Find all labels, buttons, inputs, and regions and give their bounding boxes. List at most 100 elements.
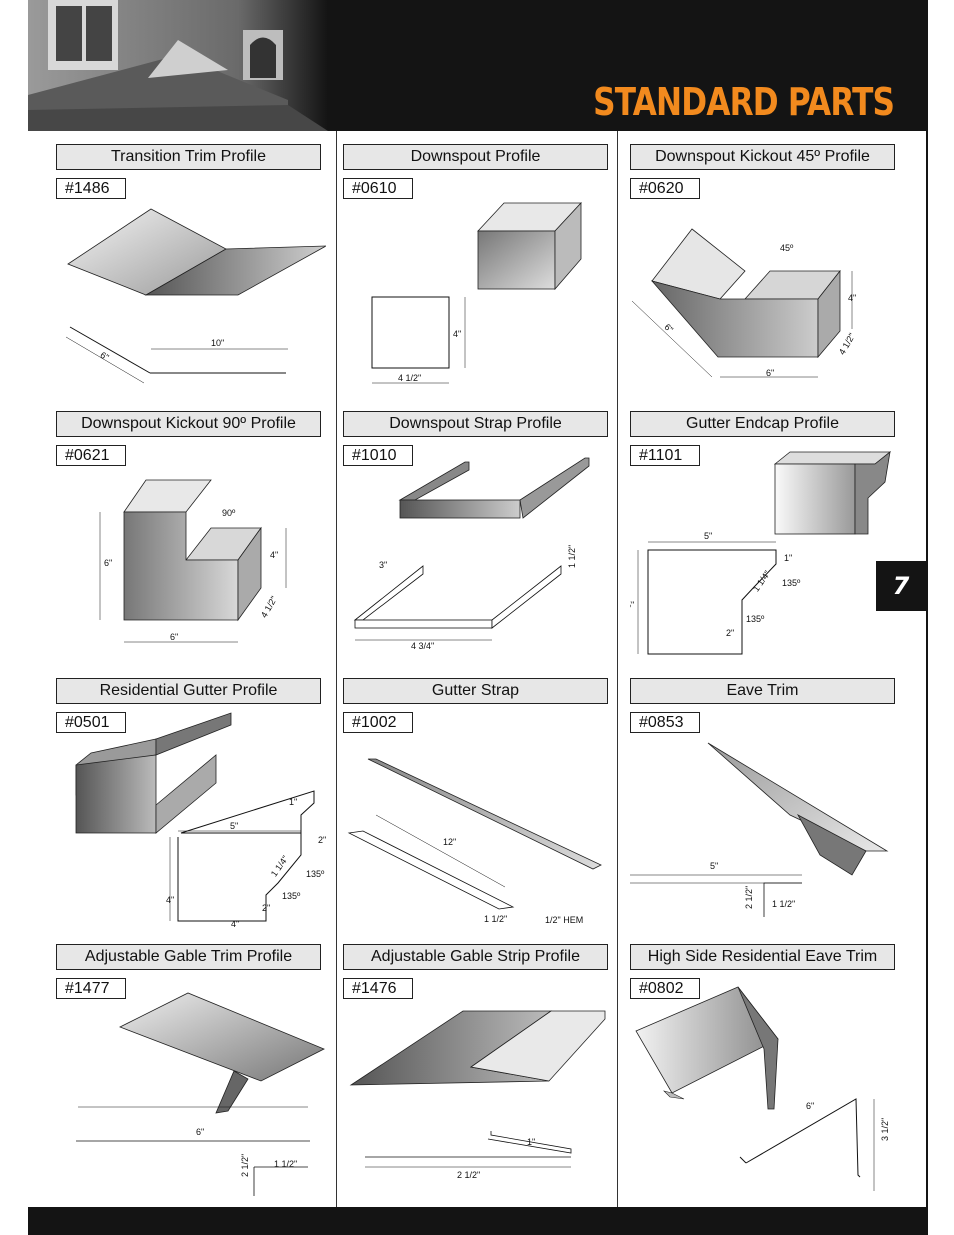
dim-label: 4 1/2" (837, 331, 857, 356)
part-title: Transition Trim Profile (56, 144, 321, 170)
high-side-eave-drawing: 6" 3 1/2" (635, 986, 890, 1191)
part-card: Adjustable Gable Trim Profile #1477 6" 2… (56, 931, 326, 1196)
part-number: #0501 (56, 712, 126, 733)
dim-label: 12" (443, 837, 456, 847)
dim-label: 1 1/4" (751, 569, 773, 594)
part-number: #0620 (630, 178, 700, 199)
part-title: Residential Gutter Profile (56, 678, 321, 704)
part-title: Adjustable Gable Trim Profile (56, 944, 321, 970)
dim-label: 4" (231, 919, 239, 929)
part-card: Gutter Strap #1002 12" 1 1/2" 1/2" HEM (343, 665, 613, 930)
part-card: High Side Residential Eave Trim #0802 6"… (630, 931, 900, 1196)
part-card: Downspout Profile #0610 4" 4 1/2" (343, 131, 613, 396)
dim-label: 135º (306, 869, 325, 879)
dim-label: 5" (630, 600, 634, 610)
dim-label: 3" (379, 560, 387, 570)
dim-label: 5" (230, 821, 238, 831)
chapter-tab: 7 (876, 561, 926, 611)
dim-label: 1/2" HEM (545, 915, 583, 925)
dim-label: 45º (780, 243, 794, 253)
column-divider (617, 131, 618, 1207)
part-title: Downspout Strap Profile (343, 411, 608, 437)
dim-label: 6" (170, 632, 178, 642)
dim-label: 6" (766, 368, 774, 378)
part-number: #1486 (56, 178, 126, 199)
dim-label: 1 1/4" (269, 854, 291, 879)
part-title: High Side Residential Eave Trim (630, 944, 895, 970)
dim-label: 1 1/2" (567, 545, 577, 568)
dim-label: 6" (196, 1127, 204, 1137)
dim-label: 6" (99, 350, 111, 363)
kickout-90-drawing: 90º 6" 4" 4 1/2" 6" (99, 479, 287, 643)
dim-label: 90º (222, 508, 236, 518)
part-number: #1476 (343, 978, 413, 999)
residential-gutter-drawing: 1" 5" 2" 1 1/4" 135º 4" 2" 135º 4" (75, 712, 326, 929)
dim-label: 2" (318, 835, 326, 845)
part-title: Adjustable Gable Strip Profile (343, 944, 608, 970)
part-title: Downspout Kickout 45º Profile (630, 144, 895, 170)
dim-label: 1 1/2" (484, 914, 507, 924)
dim-label: 4" (166, 895, 174, 905)
part-card: Eave Trim #0853 5" 2 1/2" 1 1/2" (630, 665, 900, 930)
part-number: #0621 (56, 445, 126, 466)
downspout-strap-drawing: 3" 1 1/2" 4 3/4" (353, 457, 590, 651)
dim-label: 2 1/2" (457, 1170, 480, 1180)
dim-label: 2 1/2" (744, 886, 754, 909)
dim-label: 5" (704, 531, 712, 541)
part-number: #0853 (630, 712, 700, 733)
dim-label: 4 1/2" (259, 594, 279, 619)
part-card: Adjustable Gable Strip Profile #1476 1" … (343, 931, 613, 1196)
part-title: Downspout Profile (343, 144, 608, 170)
part-title: Gutter Endcap Profile (630, 411, 895, 437)
dim-label: 4" (690, 662, 698, 663)
dim-label: 1" (784, 553, 792, 563)
footer-bar (28, 1207, 926, 1235)
dim-label: 135º (746, 614, 765, 624)
gable-strip-drawing: 1" 2 1/2" (349, 1010, 606, 1180)
gable-trim-drawing: 6" 2 1/2" 1 1/2" (76, 992, 325, 1196)
dim-label: 4 1/2" (398, 373, 421, 383)
part-number: #1002 (343, 712, 413, 733)
part-card: Transition Trim Profile #1486 6" 10" (56, 131, 326, 396)
dim-label: 3 1/2" (880, 1118, 890, 1141)
column-divider (336, 131, 337, 1207)
part-number: #1010 (343, 445, 413, 466)
dim-label: 2" (726, 628, 734, 638)
dim-label: 4" (453, 329, 461, 339)
dim-label: 135º (282, 891, 301, 901)
part-card: Downspout Strap Profile #1010 3" 1 1/2" … (343, 398, 613, 663)
dim-label: 5" (710, 861, 718, 871)
part-number: #1477 (56, 978, 126, 999)
part-number: #0802 (630, 978, 700, 999)
dim-label: 1 1/2" (274, 1159, 297, 1169)
dim-label: 6" (104, 558, 112, 568)
gutter-strap-drawing: 12" 1 1/2" 1/2" HEM (347, 758, 602, 925)
header-banner: STANDARD PARTS (28, 0, 926, 131)
part-card: Residential Gutter Profile #0501 1" 5" 2… (56, 665, 326, 930)
part-title: Downspout Kickout 90º Profile (56, 411, 321, 437)
kickout-45-drawing: 45º 4" 6" 4 1/2" 6" (631, 228, 857, 378)
gutter-endcap-drawing: 5" 1" 1 1/4" 135º 5" 135º 2" 4" (630, 451, 892, 663)
transition-trim-drawing: 6" 10" (65, 208, 326, 384)
dim-label: 4" (848, 293, 856, 303)
dim-label: 1" (527, 1137, 535, 1147)
downspout-drawing: 4" 4 1/2" (371, 201, 582, 384)
dim-label: 2" (262, 903, 270, 913)
dim-label: 10" (211, 338, 224, 348)
dim-label: 6" (662, 322, 675, 335)
eave-trim-drawing: 5" 2 1/2" 1 1/2" (630, 742, 889, 917)
page-title: STANDARD PARTS (592, 80, 895, 124)
dim-label: 135º (782, 578, 801, 588)
right-border (926, 0, 928, 1235)
part-title: Eave Trim (630, 678, 895, 704)
dim-label: 1 1/2" (772, 899, 795, 909)
part-number: #0610 (343, 178, 413, 199)
part-card: Gutter Endcap Profile #1101 5" 1" 1 1/4"… (630, 398, 900, 663)
house-roof-photo (28, 0, 328, 131)
part-number: #1101 (630, 445, 700, 466)
part-card: Downspout Kickout 45º Profile #0620 45º … (630, 131, 900, 396)
part-title: Gutter Strap (343, 678, 608, 704)
dim-label: 1" (289, 797, 297, 807)
dim-label: 6" (806, 1101, 814, 1111)
dim-label: 4" (270, 550, 278, 560)
